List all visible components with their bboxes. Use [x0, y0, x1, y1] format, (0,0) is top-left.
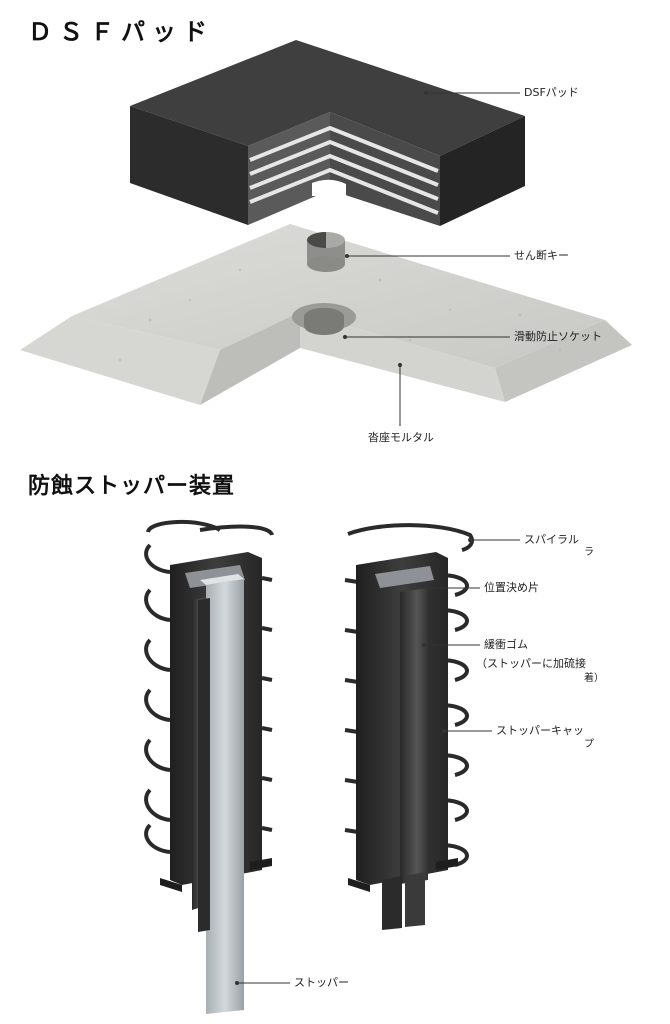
label-mortar: 沓座モルタル — [368, 431, 434, 444]
label-sliding-socket: 滑動防止ソケット — [514, 330, 602, 343]
label-rubber-note: （ストッパーに加硫接 — [476, 657, 586, 670]
label-rubber-note-tail: 着） — [584, 673, 604, 684]
shear-key — [307, 232, 345, 272]
base-top-face — [72, 224, 605, 368]
label-rubber: 緩衝ゴム — [484, 638, 528, 651]
label-stopper-cap: ストッパーキャッ — [496, 724, 584, 737]
label-shear-key: せん断キー — [514, 249, 569, 262]
pad-right-face — [440, 116, 525, 226]
label-spiral-tail: ラ — [584, 547, 594, 558]
label-position-piece: 位置決め片 — [484, 581, 539, 594]
pad-left-face — [130, 106, 248, 225]
mortar-base — [20, 224, 632, 405]
dsf-pad-title: ＤＳＦパッド — [28, 18, 214, 46]
label-stopper-cap-tail: プ — [584, 739, 594, 750]
label-dsf-pad: DSFパッド — [524, 86, 579, 99]
pad-top-face — [130, 40, 525, 156]
stopper-cap-right — [344, 523, 474, 930]
label-spiral: スパイラル — [524, 533, 579, 546]
base-inner-right — [300, 312, 505, 402]
laminate-plates — [249, 125, 439, 215]
label-stopper: ストッパー — [294, 976, 349, 989]
sliding-socket — [292, 303, 356, 335]
dsf-pad — [130, 40, 525, 226]
pad-notch — [312, 179, 346, 196]
spiral-left — [144, 520, 274, 854]
stopper-device-title: 防蝕ストッパー装置 — [28, 474, 236, 499]
base-right-bevel — [495, 320, 632, 402]
stopper-assembly-left — [144, 520, 274, 1014]
base-inner-left — [200, 312, 300, 405]
